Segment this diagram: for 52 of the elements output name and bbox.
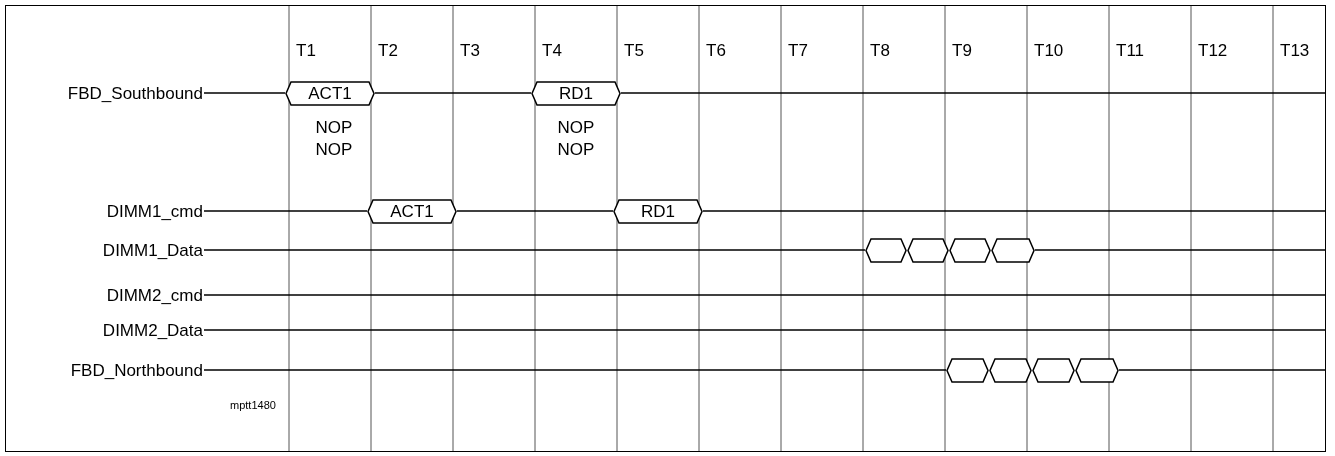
- signal-name: DIMM2_cmd: [106, 286, 203, 304]
- signal-line: [203, 249, 866, 251]
- signal-line: [620, 92, 1326, 94]
- command-label: NOP: [315, 140, 353, 158]
- data-beat-hexagon: [949, 237, 991, 263]
- clock-cycle-label: T6: [706, 41, 726, 59]
- command-label: NOP: [315, 118, 353, 136]
- data-beat-hexagon: [991, 237, 1035, 263]
- signal-name: DIMM1_Data: [102, 241, 203, 259]
- signal-name: FBD_Northbound: [70, 361, 203, 379]
- signal-line: [1034, 249, 1326, 251]
- data-beat-hexagon: [989, 357, 1032, 383]
- signal-name: DIMM2_Data: [102, 321, 203, 339]
- data-beat-hexagon: [865, 237, 907, 263]
- data-beat-hexagon: [946, 357, 989, 383]
- clock-cycle-label: T9: [952, 41, 972, 59]
- clock-cycle-label: T8: [870, 41, 890, 59]
- bus-value: RD1: [559, 84, 593, 102]
- signal-line: [1118, 369, 1326, 371]
- clock-cycle-label: T11: [1116, 41, 1145, 59]
- data-beat-hexagon: [1075, 357, 1119, 383]
- command-label: NOP: [557, 118, 595, 136]
- signal-line: [203, 369, 947, 371]
- bus-value-hexagon: [285, 80, 375, 106]
- bus-value-hexagon: [531, 80, 621, 106]
- data-beat-hexagon: [1032, 357, 1075, 383]
- signal-name: FBD_Southbound: [67, 84, 203, 102]
- signal-line: [374, 92, 532, 94]
- signal-line: [203, 92, 286, 94]
- signal-name: DIMM1_cmd: [106, 202, 203, 220]
- command-label: NOP: [557, 140, 595, 158]
- clock-cycle-label: T10: [1034, 41, 1064, 59]
- clock-cycle-label: T1: [296, 41, 316, 59]
- clock-cycle-label: T13: [1280, 41, 1310, 59]
- bus-value-hexagon: [367, 198, 457, 224]
- clock-cycle-label: T7: [788, 41, 808, 59]
- clock-cycle-label: T2: [378, 41, 398, 59]
- bus-value: ACT1: [390, 202, 434, 220]
- signal-line: [203, 329, 1326, 331]
- figure-id: mptt1480: [230, 399, 276, 411]
- signal-line: [702, 210, 1326, 212]
- clock-cycle-label: T5: [624, 41, 644, 59]
- bus-value: RD1: [641, 202, 675, 220]
- bus-value-hexagon: [613, 198, 703, 224]
- signal-line: [203, 294, 1326, 296]
- clock-cycle-label: T12: [1198, 41, 1228, 59]
- clock-cycle-label: T4: [542, 41, 562, 59]
- data-beat-hexagon: [907, 237, 949, 263]
- signal-line: [203, 210, 368, 212]
- bus-value: ACT1: [308, 84, 352, 102]
- clock-cycle-label: T3: [460, 41, 480, 59]
- signal-line: [456, 210, 614, 212]
